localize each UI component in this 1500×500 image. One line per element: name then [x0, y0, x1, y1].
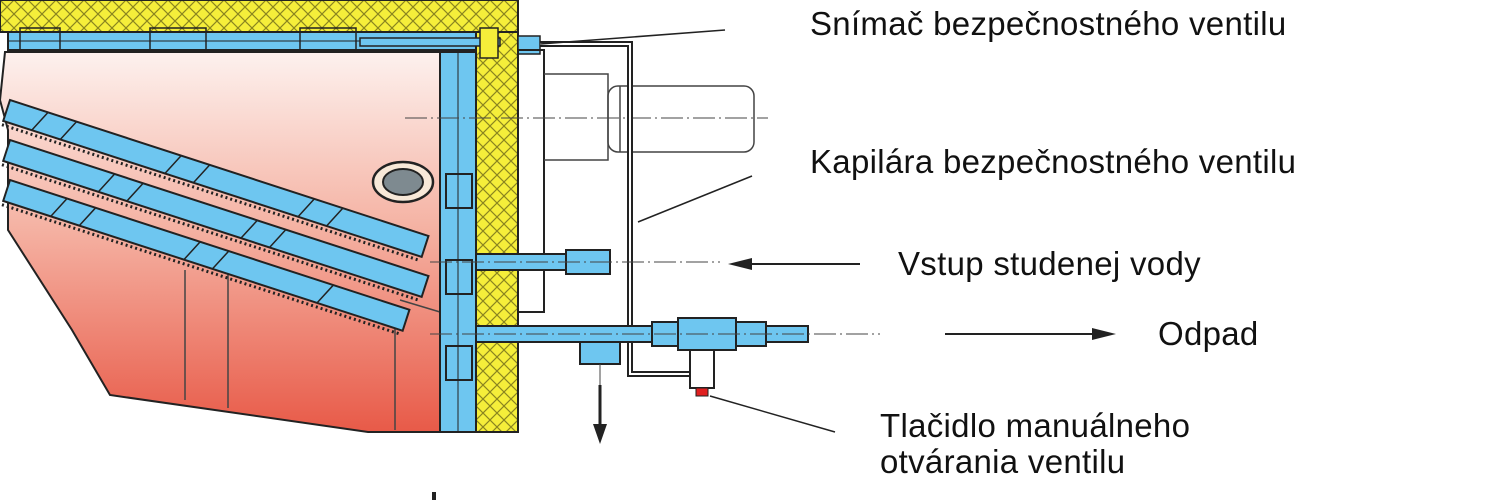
waste-outlet-pipe: [430, 317, 880, 385]
label-manual-open-button-line2: otvárania ventilu: [880, 443, 1126, 480]
wall-insulation: [475, 31, 519, 433]
inlet-arrow: [728, 258, 860, 270]
top-insulation: [0, 0, 519, 33]
drain-down-arrow: [593, 385, 607, 444]
cold-water-inlet-pipe: [430, 249, 720, 275]
heat-exchanger-tubes: [1, 98, 430, 336]
label-safety-valve-sensor: Snímač bezpečnostného ventilu: [810, 5, 1287, 42]
leader-lines: [539, 29, 836, 433]
vertical-water-jacket: [439, 51, 477, 433]
label-cold-water-inlet: Vstup studenej vody: [898, 245, 1201, 282]
label-manual-open-button-line1: Tlačidlo manuálneho: [880, 407, 1191, 444]
label-manual-open-button: Tlačidlo manuálneho otvárania ventilu: [880, 408, 1190, 480]
label-waste: Odpad: [1158, 315, 1259, 352]
burner-assembly: [405, 49, 768, 313]
manual-open-button: [689, 349, 715, 397]
label-safety-valve-capillary: Kapilára bezpečnostného ventilu: [810, 143, 1297, 180]
waste-arrow: [945, 328, 1116, 340]
sight-port: [371, 160, 435, 204]
